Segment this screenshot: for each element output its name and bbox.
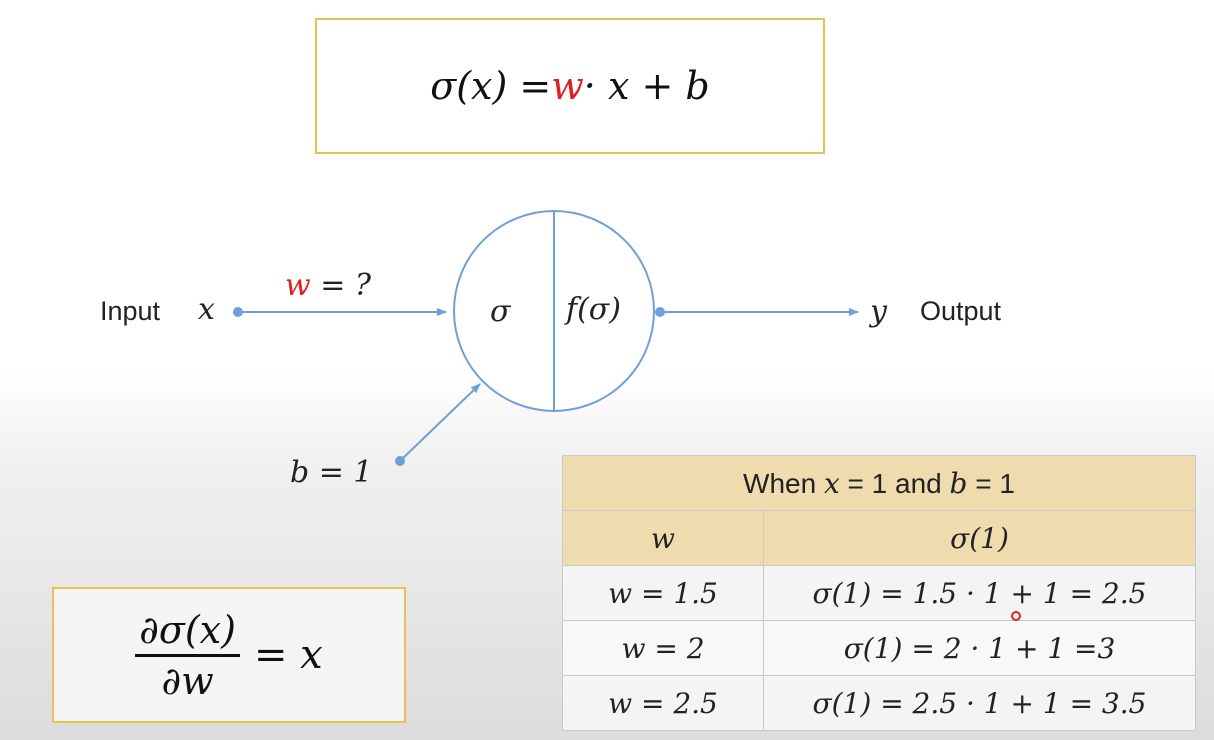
- row-w: w = 1.5: [562, 565, 764, 621]
- row-w: w = 2.5: [562, 675, 764, 731]
- row-sigma: σ(1) = 1.5 · 1 + 1 = 2.5: [763, 565, 1196, 621]
- output-node: [655, 307, 665, 317]
- bias-label: b = 1: [290, 455, 373, 490]
- derivative-box: ∂σ(x) ∂w = x: [52, 587, 406, 723]
- caption-mid1: = 1 and: [839, 467, 950, 499]
- output-label: Output: [920, 296, 1002, 326]
- derivative-numerator: ∂σ(x): [135, 608, 240, 657]
- caption-b: b: [949, 466, 968, 500]
- table-row: w = 2.5 σ(1) = 2.5 · 1 + 1 = 3.5: [562, 675, 1196, 731]
- weight-label: w = ?: [285, 268, 371, 303]
- header-sigma: σ(1): [763, 510, 1196, 566]
- row-w: w = 2: [562, 620, 764, 676]
- bias-arrow: [399, 383, 481, 462]
- sum-symbol: σ: [490, 294, 511, 329]
- header-w: w: [562, 510, 764, 566]
- derivative-denominator: ∂w: [161, 658, 214, 703]
- caption-mid2: = 1: [967, 467, 1015, 499]
- values-table: When x = 1 and b = 1 w σ(1) w = 1.5 σ(1)…: [562, 455, 1196, 731]
- input-node: [233, 307, 243, 317]
- row-sigma: σ(1) = 2 · 1 + 1 =3: [763, 620, 1196, 676]
- weight-value: = ?: [310, 268, 371, 303]
- activation-label: f(σ): [566, 292, 621, 327]
- caption-x: x: [823, 466, 840, 500]
- formula-box: σ(x) = w · x + b: [315, 18, 825, 154]
- formula-lhs: σ(x) =: [430, 64, 552, 108]
- derivative-rhs: = x: [253, 632, 323, 678]
- row-sigma: σ(1) = 2.5 · 1 + 1 = 3.5: [763, 675, 1196, 731]
- pointer-cursor-icon: [1011, 611, 1021, 621]
- input-label: Input: [100, 296, 161, 326]
- table-row: w = 2 σ(1) = 2 · 1 + 1 =3: [562, 620, 1196, 676]
- table-row: w = 1.5 σ(1) = 1.5 · 1 + 1 = 2.5: [562, 565, 1196, 621]
- input-var: x: [198, 292, 215, 327]
- weight-var: w: [285, 268, 311, 303]
- output-var: y: [870, 294, 887, 329]
- formula-rhs: · x + b: [583, 64, 710, 108]
- caption-pre: When: [743, 467, 824, 499]
- derivative-fraction: ∂σ(x) ∂w: [135, 608, 240, 703]
- table-caption: When x = 1 and b = 1: [562, 455, 1196, 511]
- bias-node: [395, 456, 405, 466]
- formula-weight: w: [551, 64, 584, 108]
